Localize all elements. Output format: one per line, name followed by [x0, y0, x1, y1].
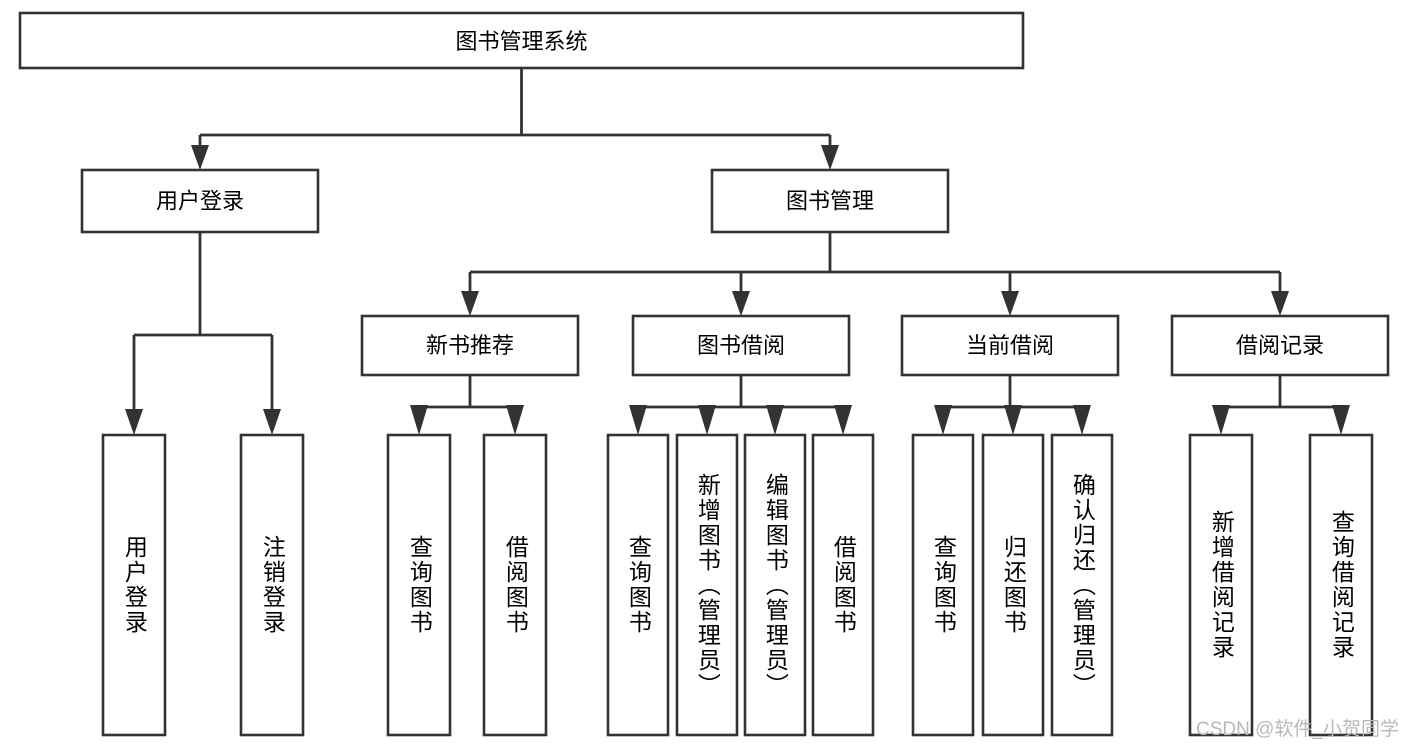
node-user-login-label: 用户登录 — [156, 189, 244, 214]
node-root-label: 图书管理系统 — [455, 29, 587, 54]
arrowhead-leaf-return-book — [1004, 405, 1022, 435]
arrowhead-current-borrow — [1001, 291, 1019, 316]
arrowhead-leaf-query-book-3 — [934, 405, 952, 435]
node-book-borrow[interactable] — [631, 314, 851, 377]
connector-group-root-to-level2 — [191, 68, 839, 170]
csdn-watermark: CSDN @软件_小贺同学 — [1196, 719, 1399, 740]
node-book-management[interactable] — [710, 168, 950, 234]
node-book-management-label: 图书管理 — [786, 189, 874, 214]
arrowhead-leaf-confirm-return — [1073, 405, 1091, 435]
node-new-book-recommend[interactable] — [360, 314, 580, 377]
leaf-box-user-login[interactable] — [101, 433, 167, 737]
arrowhead-leaf-query-book-1 — [410, 405, 428, 435]
arrowhead-borrow-record — [1271, 291, 1289, 316]
node-current-borrow[interactable] — [900, 314, 1120, 377]
arrowhead-book-borrow — [732, 291, 750, 316]
arrowhead-leaf-borrow-book-2 — [834, 405, 852, 435]
leaf-box-edit-book-admin[interactable] — [743, 433, 807, 737]
arrowhead-leaf-logout — [263, 409, 281, 435]
leaf-box-logout[interactable] — [239, 433, 305, 737]
leaf-box-confirm-return-admin[interactable] — [1050, 433, 1114, 737]
leaf-box-query-book-3[interactable] — [911, 433, 975, 737]
leaf-box-query-book-2[interactable] — [606, 433, 670, 737]
arrowhead-leaf-query-book-2 — [629, 405, 647, 435]
leaf-box-borrow-book-1[interactable] — [482, 433, 548, 737]
node-new-book-recommend-label: 新书推荐 — [426, 333, 514, 358]
arrowhead-leaf-borrow-book-1 — [506, 405, 524, 435]
arrowhead-leaf-query-record — [1332, 405, 1350, 435]
arrowhead-newbook-rec — [461, 291, 479, 316]
connector-group-currentborrow-to-leaves — [934, 375, 1091, 435]
arrowhead-bookmgmt — [821, 145, 839, 170]
leaf-box-borrow-book-2[interactable] — [811, 433, 875, 737]
arrowhead-leaf-user-login — [125, 409, 143, 435]
arrowhead-leaf-add-record — [1212, 405, 1230, 435]
leaf-box-add-book-admin[interactable] — [675, 433, 739, 737]
leaf-box-query-borrow-record[interactable] — [1308, 433, 1374, 737]
node-user-login[interactable] — [80, 168, 320, 234]
node-borrow-record[interactable] — [1170, 314, 1390, 377]
connector-group-newbook-to-leaves — [410, 375, 524, 435]
connector-group-userlogin-to-leaves — [125, 232, 281, 435]
arrowhead-leaf-edit-book — [766, 405, 784, 435]
connector-group-borrowrecord-to-leaves — [1212, 375, 1350, 435]
connector-group-bookmgmt-to-level3 — [461, 232, 1289, 316]
node-root-book-management-system[interactable] — [18, 11, 1025, 70]
node-current-borrow-label: 当前借阅 — [966, 333, 1054, 358]
arrowhead-leaf-add-book — [698, 405, 716, 435]
leaf-box-query-book-1[interactable] — [386, 433, 452, 737]
node-book-borrow-label: 图书借阅 — [697, 333, 785, 358]
leaf-box-return-book[interactable] — [981, 433, 1045, 737]
node-borrow-record-label: 借阅记录 — [1236, 333, 1324, 358]
leaf-box-add-borrow-record[interactable] — [1188, 433, 1254, 737]
connector-group-bookborrow-to-leaves — [629, 375, 852, 435]
arrowhead-userlogin — [191, 145, 209, 170]
